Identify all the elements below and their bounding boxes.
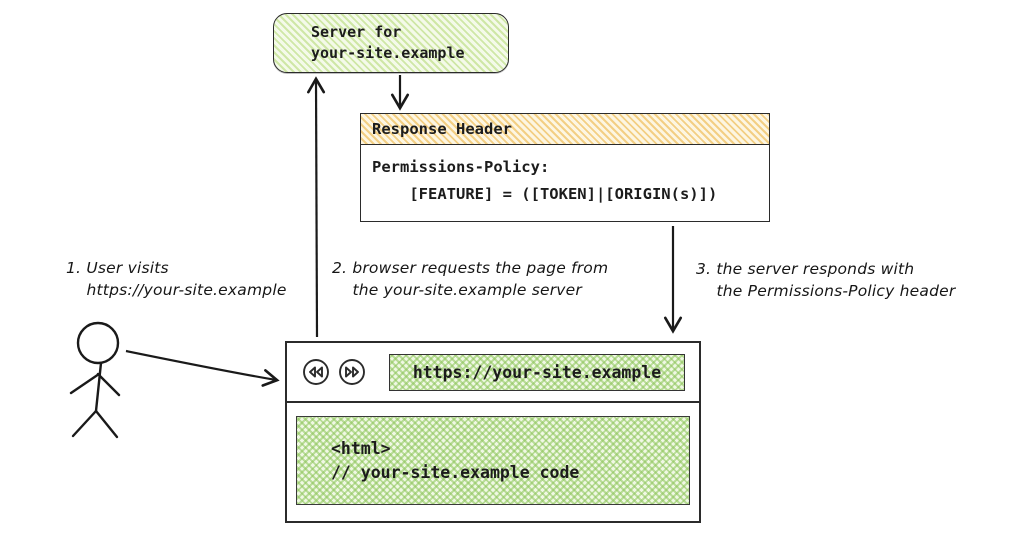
server-box: Server for your-site.example bbox=[273, 13, 509, 73]
browser-window: https://your-site.example <html> // your… bbox=[285, 341, 701, 523]
page-code-box: <html> // your-site.example code bbox=[296, 416, 690, 505]
arrow-browser-to-server bbox=[307, 76, 326, 338]
annotation-step-1: 1. User visits https://your-site.example bbox=[66, 259, 287, 299]
url-bar[interactable]: https://your-site.example bbox=[389, 353, 685, 391]
annotation-step-3: 3. the server responds with the Permissi… bbox=[696, 260, 956, 300]
stick-figure-head bbox=[76, 321, 120, 365]
forward-button[interactable] bbox=[338, 358, 366, 386]
response-header-body: Permissions-Policy: [FEATURE] = ([TOKEN]… bbox=[372, 158, 718, 203]
back-button[interactable] bbox=[302, 358, 330, 386]
double-chevron-left-icon bbox=[303, 359, 329, 385]
arrow-user-to-browser bbox=[125, 349, 280, 387]
annotation-step-2: 2. browser requests the page from the yo… bbox=[332, 259, 609, 299]
response-header-title: Response Header bbox=[361, 114, 769, 145]
browser-toolbar: https://your-site.example bbox=[287, 343, 699, 403]
user-stick-figure bbox=[69, 321, 121, 439]
browser-content: <html> // your-site.example code bbox=[287, 403, 699, 518]
response-header-box: Response Header Permissions-Policy: [FEA… bbox=[360, 113, 770, 222]
double-chevron-right-icon bbox=[339, 359, 365, 385]
